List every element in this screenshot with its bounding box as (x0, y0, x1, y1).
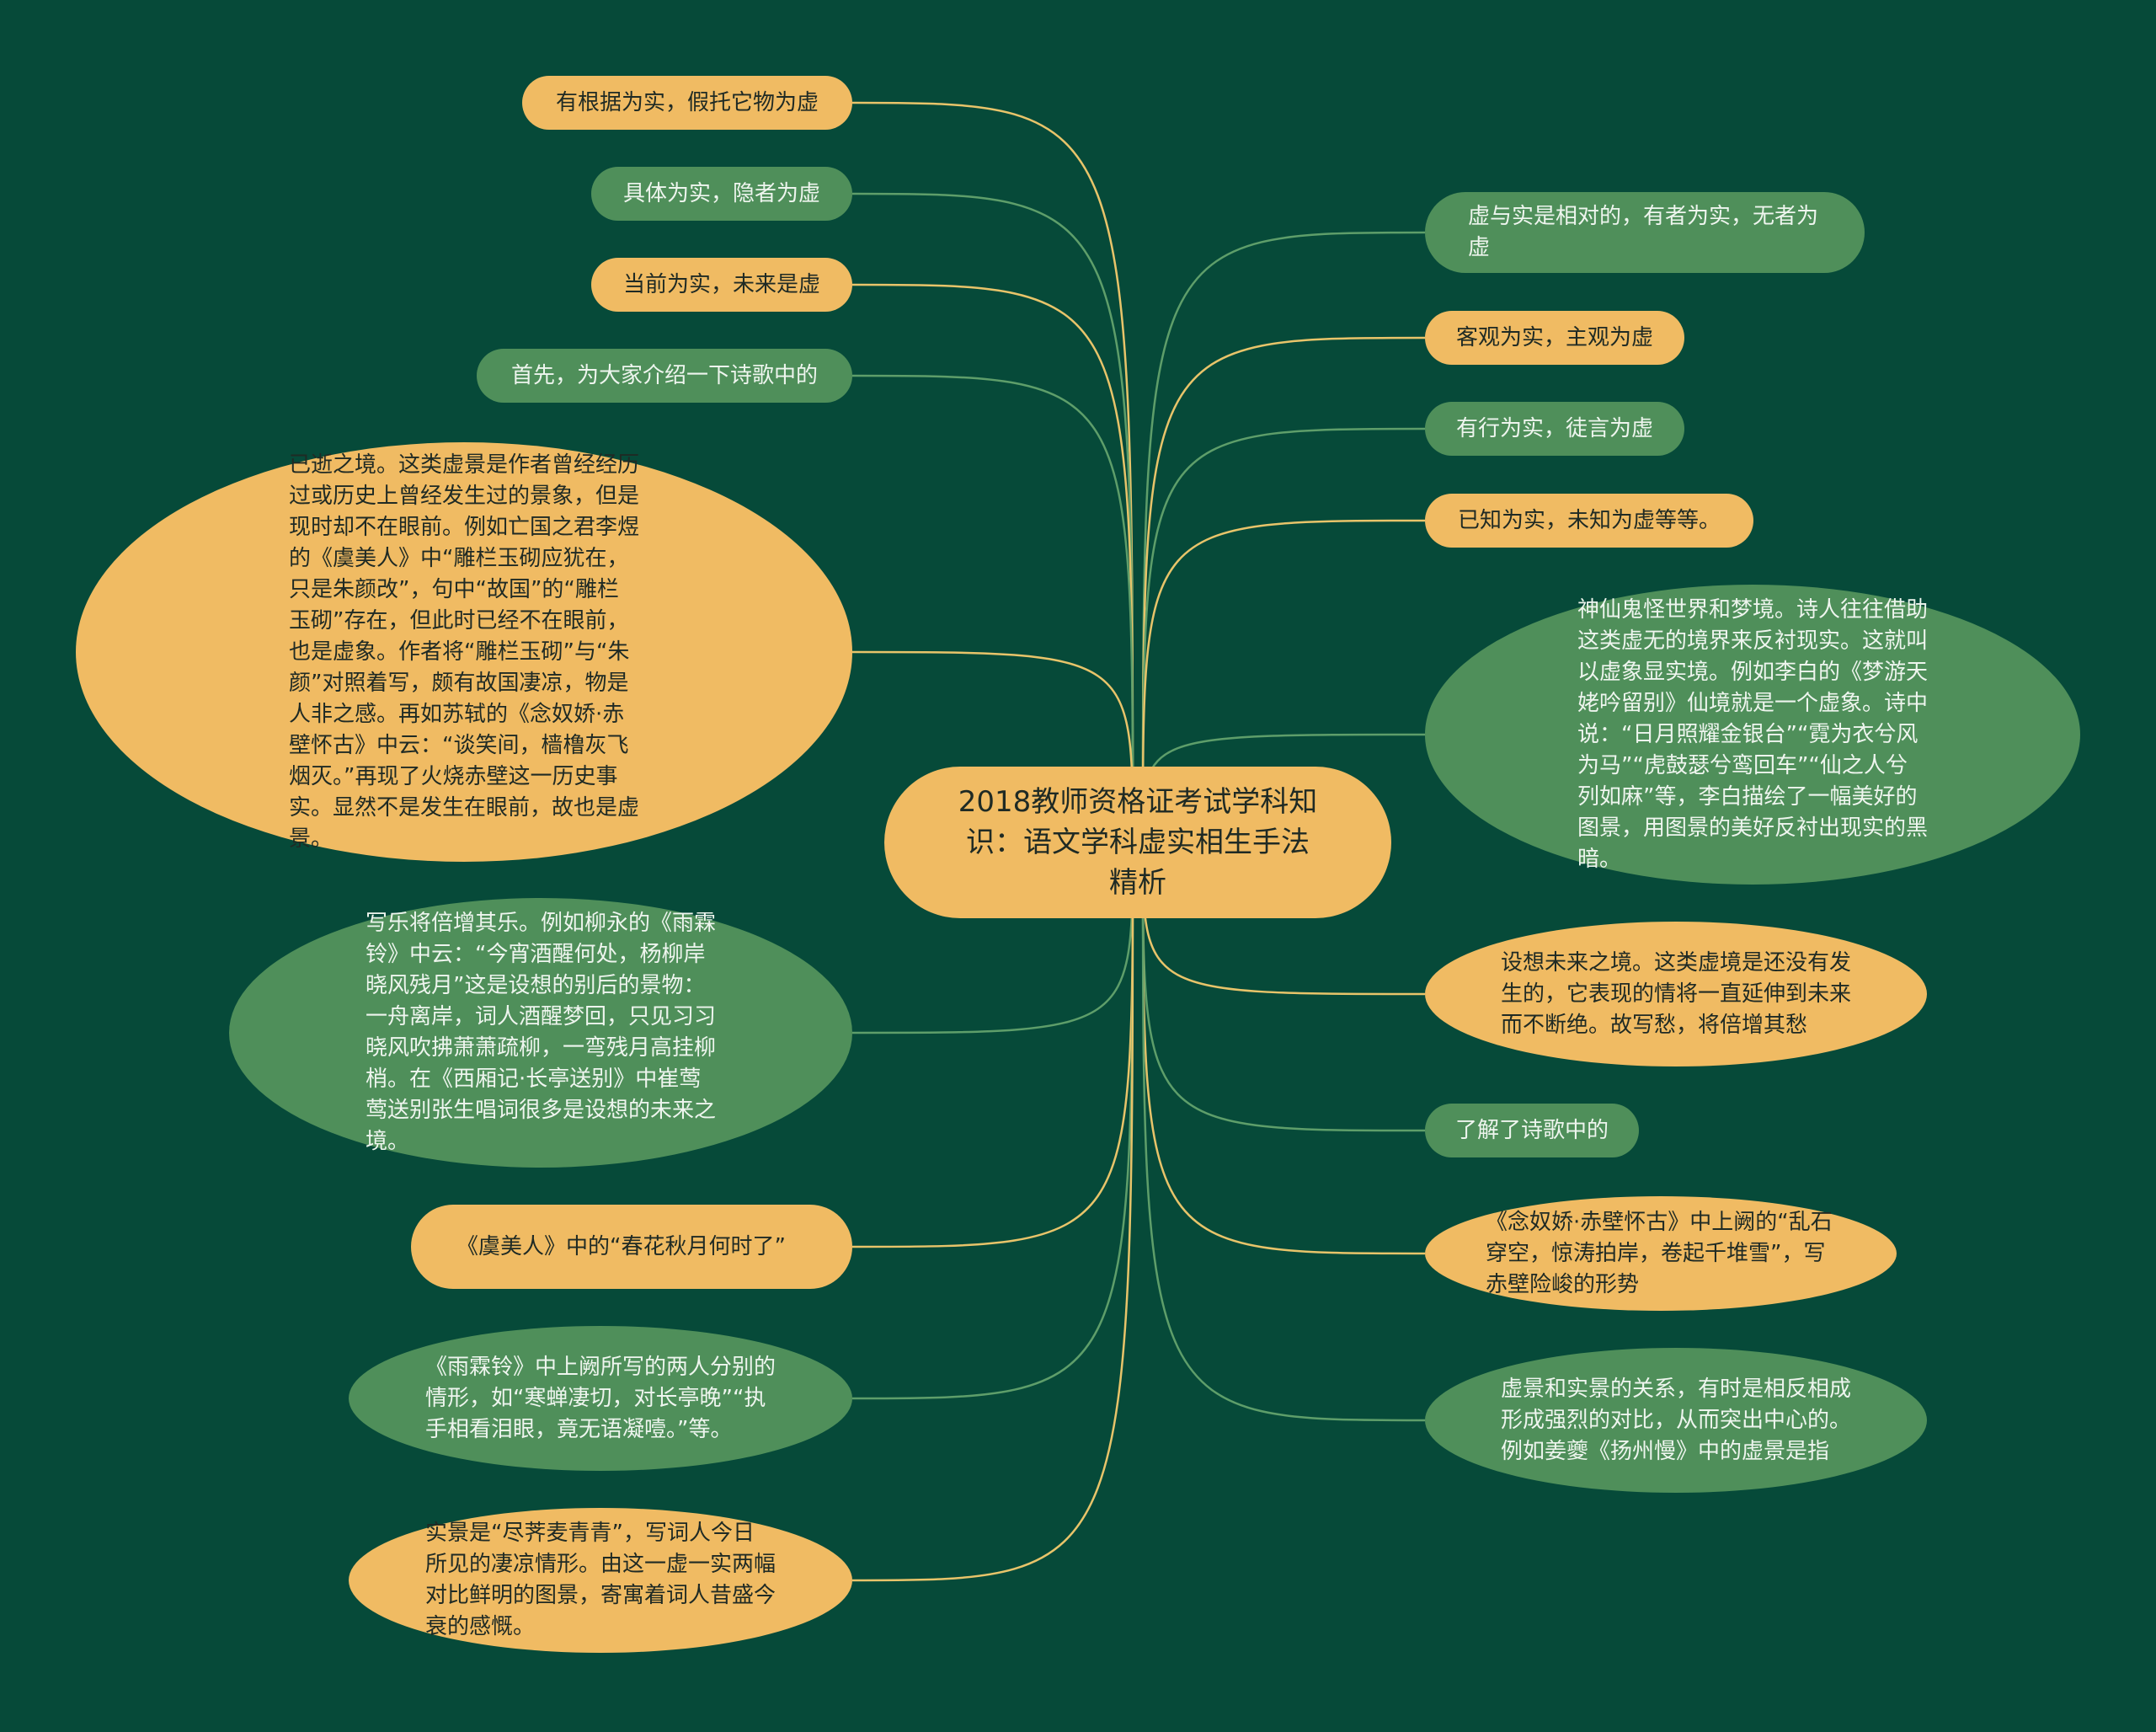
connector-l2 (851, 192, 1134, 843)
node-r8-text: 《念奴娇·赤壁怀古》中上阙的“乱石穿空，惊涛拍岸，卷起千堆雪”，写赤壁险峻的形势 (1486, 1209, 1833, 1297)
node-l6[interactable]: 写乐将倍增其乐。例如柳永的《雨霖铃》中云：“今宵酒醒何处，杨柳岸晓风残月”这是设… (229, 898, 852, 1168)
connector-l4 (851, 374, 1134, 843)
connector-l9 (851, 842, 1134, 1582)
node-l6-text: 写乐将倍增其乐。例如柳永的《雨霖铃》中云：“今宵酒醒何处，杨柳岸晓风残月”这是设… (366, 911, 717, 1154)
node-r2-text: 客观为实，主观为虚 (1455, 324, 1653, 350)
node-r8[interactable]: 《念奴娇·赤壁怀古》中上阙的“乱石穿空，惊涛拍岸，卷起千堆雪”，写赤壁险峻的形势 (1425, 1196, 1897, 1311)
node-l1-text: 有根据为实，假托它物为虚 (555, 89, 819, 115)
node-l3[interactable]: 当前为实，未来是虚 (591, 258, 852, 312)
connector-l1 (851, 101, 1134, 843)
node-r6-text: 设想未来之境。这类虚境是还没有发生的，它表现的情将一直延伸到未来而不断绝。故写愁… (1501, 949, 1852, 1038)
connector-l3 (851, 283, 1134, 843)
node-l4-text: 首先，为大家介绍一下诗歌中的 (510, 362, 818, 388)
node-l8[interactable]: 《雨霖铃》中上阙所写的两人分别的情形，如“寒蝉凄切，对长亭晚”“执手相看泪眼，竟… (349, 1326, 852, 1471)
node-l9-text: 实景是“尽荠麦青青”，写词人今日所见的凄凉情形。由这一虚一实两幅对比鲜明的图景，… (425, 1521, 776, 1639)
node-r7-text: 了解了诗歌中的 (1454, 1117, 1609, 1143)
node-r1-text: 虚与实是相对的，有者为实，无者为虚 (1468, 204, 1819, 260)
node-l2-text: 具体为实，隐者为虚 (622, 180, 820, 206)
node-l2[interactable]: 具体为实，隐者为虚 (591, 167, 852, 221)
node-l5-text: 已逝之境。这类虚景是作者曾经经历过或历史上曾经发生过的景象，但是现时却不在眼前。… (289, 452, 640, 852)
node-l4[interactable]: 首先，为大家介绍一下诗歌中的 (477, 349, 852, 403)
node-r5-text: 神仙鬼怪世界和梦境。诗人往往借助这类虚无的境界来反衬现实。这就叫以虚象显实境。例… (1577, 596, 1929, 872)
connector-r9 (1141, 842, 1426, 1422)
central-topic[interactable]: 2018教师资格证考试学科知识：语文学科虚实相生手法精析 (884, 767, 1391, 918)
node-l8-text: 《雨霖铃》中上阙所写的两人分别的情形，如“寒蝉凄切，对长亭晚”“执手相看泪眼，竟… (425, 1354, 776, 1442)
node-r4-text: 已知为实，未知为虚等等。 (1457, 507, 1721, 533)
connector-r1 (1141, 231, 1426, 843)
connector-r4 (1141, 519, 1426, 843)
node-r9-text: 虚景和实景的关系，有时是相反相成形成强烈的对比，从而突出中心的。例如姜夔《扬州慢… (1501, 1376, 1852, 1464)
node-l9[interactable]: 实景是“尽荠麦青青”，写词人今日所见的凄凉情形。由这一虚一实两幅对比鲜明的图景，… (349, 1508, 852, 1653)
node-r5[interactable]: 神仙鬼怪世界和梦境。诗人往往借助这类虚无的境界来反衬现实。这就叫以虚象显实境。例… (1425, 585, 2080, 885)
node-r7[interactable]: 了解了诗歌中的 (1425, 1104, 1639, 1157)
node-l7-text: 《虞美人》中的“春花秋月何时了” (456, 1233, 786, 1259)
node-l7[interactable]: 《虞美人》中的“春花秋月何时了” (411, 1205, 852, 1289)
node-l1[interactable]: 有根据为实，假托它物为虚 (522, 76, 852, 130)
connector-r3 (1141, 427, 1426, 843)
node-r2[interactable]: 客观为实，主观为虚 (1425, 311, 1684, 365)
connector-l8 (851, 842, 1134, 1400)
node-r3[interactable]: 有行为实，徒言为虚 (1425, 402, 1684, 456)
central-topic-text: 2018教师资格证考试学科知识：语文学科虚实相生手法精析 (958, 785, 1318, 900)
node-r1[interactable]: 虚与实是相对的，有者为实，无者为虚 (1425, 192, 1865, 273)
node-r4[interactable]: 已知为实，未知为虚等等。 (1425, 494, 1753, 548)
node-l5[interactable]: 已逝之境。这类虚景是作者曾经经历过或历史上曾经发生过的景象，但是现时却不在眼前。… (76, 442, 852, 862)
node-r6[interactable]: 设想未来之境。这类虚境是还没有发生的，它表现的情将一直延伸到未来而不断绝。故写愁… (1425, 922, 1927, 1066)
node-r9[interactable]: 虚景和实景的关系，有时是相反相成形成强烈的对比，从而突出中心的。例如姜夔《扬州慢… (1425, 1348, 1927, 1493)
node-l3-text: 当前为实，未来是虚 (622, 271, 820, 297)
node-r3-text: 有行为实，徒言为虚 (1455, 415, 1653, 441)
